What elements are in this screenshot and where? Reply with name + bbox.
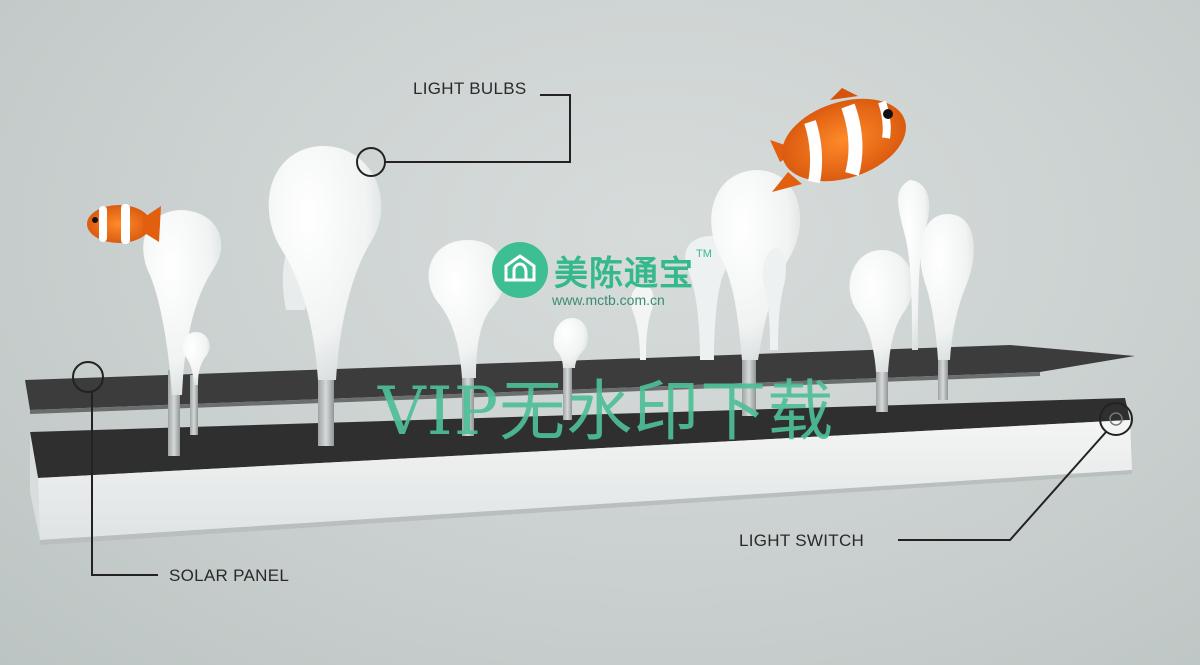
bulb-stems — [168, 350, 948, 456]
clownfish-small-icon — [87, 204, 161, 244]
watermark-brand-text: 美陈通宝 — [554, 254, 694, 294]
watermark-url: www.mctb.com.cn — [552, 292, 665, 308]
light-bulbs — [143, 145, 974, 395]
clownfish-large-icon — [770, 88, 906, 192]
solar-panel-label: SOLAR PANEL — [169, 566, 290, 585]
house-leaf-logo-icon — [492, 242, 548, 298]
callout-lines — [72, 94, 1133, 576]
watermark-banner: VIP无水印下载 — [378, 373, 835, 450]
light-switch-label: LIGHT SWITCH — [739, 531, 865, 550]
watermark-logo: 美陈通宝 TM www.mctb.com.cn — [492, 240, 752, 320]
solar-panel-sheet — [25, 345, 1135, 414]
light-switch-button-icon — [1109, 412, 1123, 426]
light-bulbs-label: LIGHT BULBS — [413, 79, 527, 98]
light-base — [30, 398, 1132, 545]
watermark-trademark: TM — [696, 248, 712, 260]
